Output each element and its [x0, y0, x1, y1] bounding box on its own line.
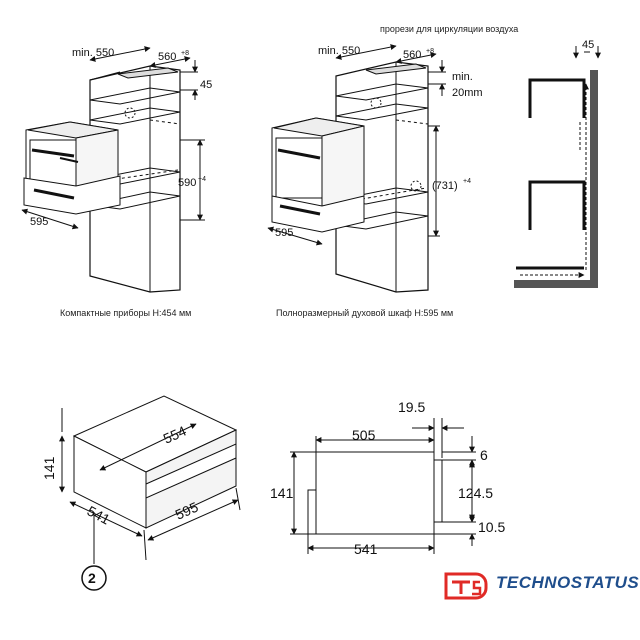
dim-gap-top: 45: [582, 39, 594, 51]
dim-depth-tolerance: +8: [181, 50, 189, 57]
drawer-iso-drawing: [59, 395, 241, 564]
drawer-profile-drawing: [290, 418, 476, 554]
dim-total-depth: 541: [354, 541, 378, 557]
airflow-note: прорези для циркуляции воздуха: [380, 24, 519, 34]
technostatus-logo: TECHNOSTATUS: [496, 573, 639, 593]
dim-min-gap: min.: [452, 71, 473, 83]
dim-min-depth: min. 550: [318, 45, 360, 57]
callout-number: 2: [88, 570, 96, 586]
cabinet-fullsize-labels: min. 550 560 +8 min. 20mm (731) +4 595: [275, 45, 483, 239]
dim-front-height: 124.5: [458, 485, 493, 501]
dim-height: 141: [41, 456, 57, 480]
dim-bottom-gap: 10.5: [478, 519, 505, 535]
dim-niche-width: 595: [30, 216, 48, 228]
dim-niche-height: (731): [432, 180, 458, 192]
airflow-section-drawing: 45: [514, 39, 601, 288]
dim-min-depth: min. 550: [72, 47, 114, 59]
technostatus-logo-mark: [444, 572, 488, 600]
drawer-profile-labels: 19.5 505 6 141 124.5 10.5 541: [270, 399, 505, 557]
cabinet-fullsize-drawing: [267, 44, 446, 293]
logo-text: TECHNOSTATUS: [496, 573, 640, 592]
caption-compact: Компактные приборы H:454 мм: [60, 308, 192, 318]
dim-niche-height: 590: [178, 177, 196, 189]
callout-circle: [81, 565, 107, 591]
dim-depth-tolerance: +8: [426, 48, 434, 55]
dim-body-depth: 505: [352, 427, 376, 443]
dim-depth: 560: [403, 49, 421, 61]
dim-niche-height-tolerance: +4: [198, 176, 206, 183]
dim-niche-width: 595: [275, 227, 293, 239]
dim-top-offset: 45: [200, 79, 212, 91]
caption-fullsize: Полноразмерный духовой шкаф H:595 мм: [276, 308, 454, 318]
cabinet-compact-drawing: [21, 46, 205, 293]
dim-niche-height-tolerance: +4: [463, 178, 471, 185]
dim-depth: 560: [158, 51, 176, 63]
dim-min-gap-value: 20mm: [452, 87, 483, 99]
dim-top-gap: 6: [480, 447, 488, 463]
cabinet-compact-labels: min. 550 560 +8 45 590 +4 595: [30, 47, 212, 228]
dim-front-offset: 19.5: [398, 399, 425, 415]
dim-total-height: 141: [270, 485, 294, 501]
